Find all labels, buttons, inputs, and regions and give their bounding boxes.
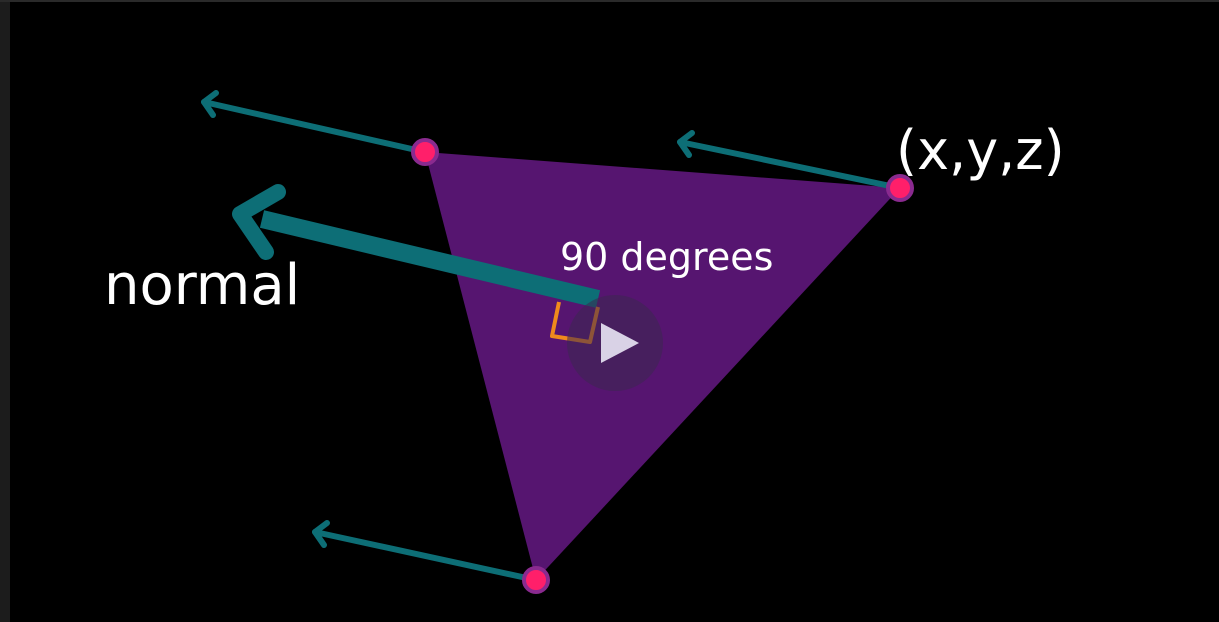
vertex-top-right — [886, 174, 914, 202]
frame-edge — [0, 0, 10, 622]
play-icon — [601, 323, 639, 363]
vertex-top-left — [411, 138, 439, 166]
vertex-normal-arrow-bottom — [312, 520, 539, 583]
triangle-face — [425, 152, 900, 580]
vertex-bottom — [522, 566, 550, 594]
angle-label: 90 degrees — [560, 235, 774, 279]
normal-label: normal — [104, 253, 301, 318]
play-button[interactable] — [567, 295, 663, 391]
frame-edge — [0, 0, 1219, 2]
vertex-coordinate-label: (x,y,z) — [896, 119, 1065, 182]
face-normal-arrow — [232, 184, 601, 308]
vertex-normal-arrow-top-left — [201, 90, 428, 155]
vertex-normal-arrow-top-right — [677, 130, 903, 191]
